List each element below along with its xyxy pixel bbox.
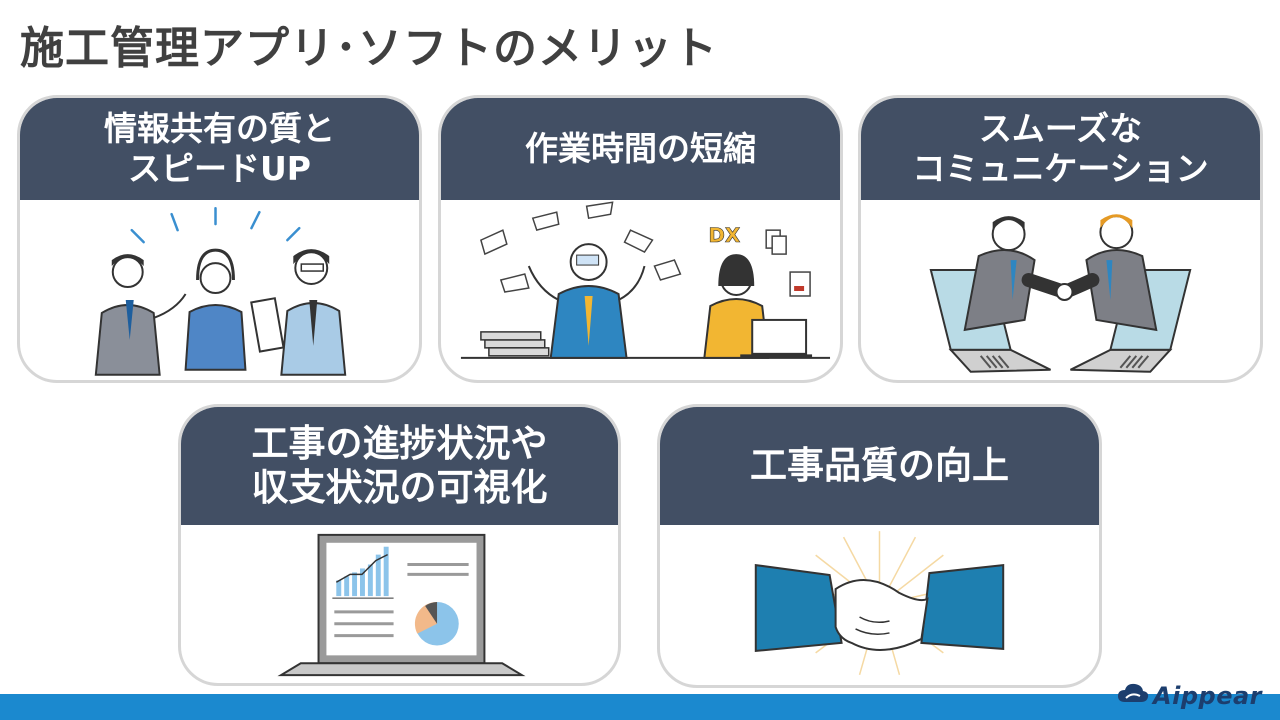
card-header: スムーズな コミュニケーション <box>861 98 1260 200</box>
card-title-line: スピードUP <box>128 149 311 188</box>
logo[interactable]: Aippear <box>1117 681 1262 711</box>
logo-text: Aippear <box>1153 682 1262 710</box>
card-header: 工事品質の向上 <box>660 407 1099 525</box>
cloud-logo-icon <box>1117 682 1149 710</box>
dx-label: DX <box>708 223 740 247</box>
card-time-reduction: 作業時間の短縮 <box>438 95 843 383</box>
card-header: 工事の進捗状況や 収支状況の可視化 <box>181 407 618 525</box>
card-visualization: 工事の進捗状況や 収支状況の可視化 <box>178 404 621 686</box>
card-header: 情報共有の質と スピードUP <box>20 98 419 200</box>
card-title-line: コミュニケーション <box>912 149 1209 188</box>
dashboard-laptop-illustration <box>181 525 618 683</box>
card-title-line: 工事の進捗状況や <box>251 421 548 465</box>
card-title-line: 作業時間の短縮 <box>525 129 756 169</box>
office-work-illustration: DX <box>441 200 840 380</box>
handshake-illustration <box>660 525 1099 685</box>
card-title-line: スムーズな <box>978 109 1143 149</box>
footer-bar <box>0 694 1280 720</box>
card-info-sharing: 情報共有の質と スピードUP <box>17 95 422 383</box>
page-title: 施工管理アプリ･ソフトのメリット <box>20 23 718 74</box>
card-quality: 工事品質の向上 <box>657 404 1102 688</box>
card-header: 作業時間の短縮 <box>441 98 840 200</box>
card-communication: スムーズな コミュニケーション <box>858 95 1263 383</box>
card-title-line: 収支状況の可視化 <box>251 466 548 509</box>
online-handshake-illustration <box>861 200 1260 380</box>
card-title-line: 情報共有の質と <box>104 109 335 149</box>
team-discussion-illustration <box>20 200 419 380</box>
card-title-line: 工事品質の向上 <box>750 443 1009 487</box>
